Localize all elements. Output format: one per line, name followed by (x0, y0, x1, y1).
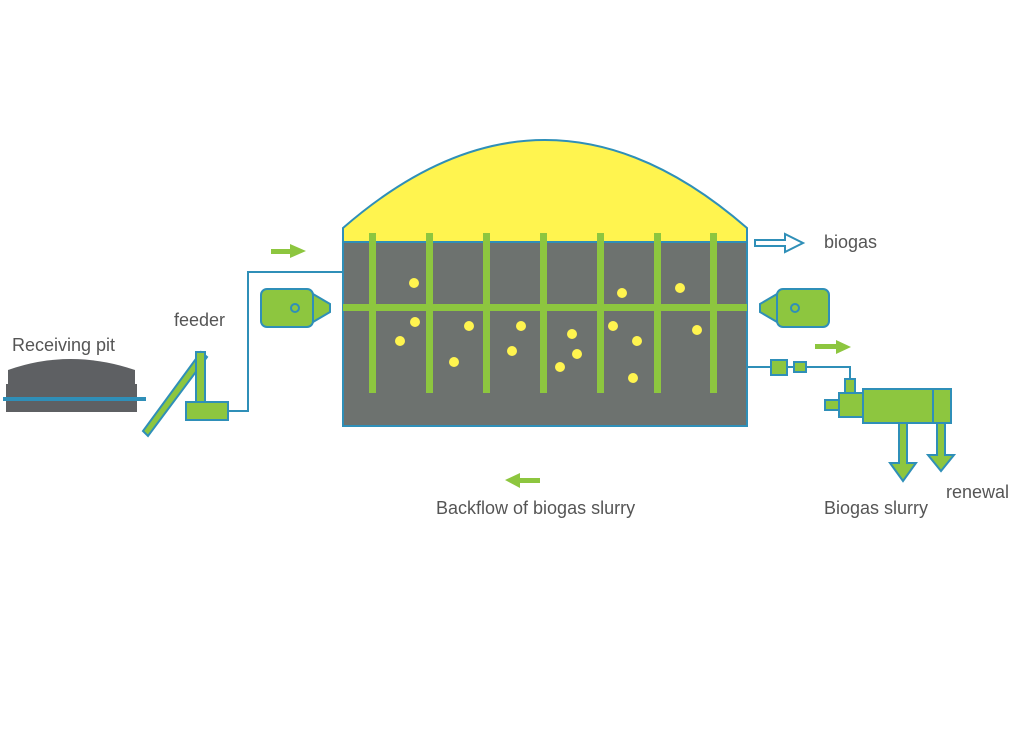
gas-dome (342, 139, 748, 243)
slurry-down-arrow (888, 422, 918, 483)
biogas-slurry-label: Biogas slurry (824, 498, 928, 518)
outlet-valve-1 (770, 359, 788, 376)
outlet-flow-arrow (815, 340, 851, 354)
gas-bubbles (395, 278, 702, 383)
right-agitator-motor (759, 288, 830, 328)
slurry-separator (824, 378, 952, 424)
left-agitator-motor (260, 288, 331, 328)
stirrer-grid (343, 233, 747, 393)
backflow-arrow (505, 473, 540, 488)
feeder (141, 350, 229, 438)
receiving-pit-label: Receiving pit (12, 335, 115, 355)
feeder-label: feeder (174, 310, 225, 330)
biogas-label: biogas (824, 232, 877, 252)
feed-pipe (228, 271, 342, 412)
biogas-output-arrow (754, 232, 806, 254)
feed-arrow (271, 244, 306, 258)
renewal-label: renewal (946, 482, 1009, 502)
backflow-label: Backflow of biogas slurry (436, 498, 635, 518)
receiving-pit (3, 359, 146, 412)
renewal-down-arrow (925, 422, 957, 473)
outlet-valve-2 (793, 361, 807, 373)
